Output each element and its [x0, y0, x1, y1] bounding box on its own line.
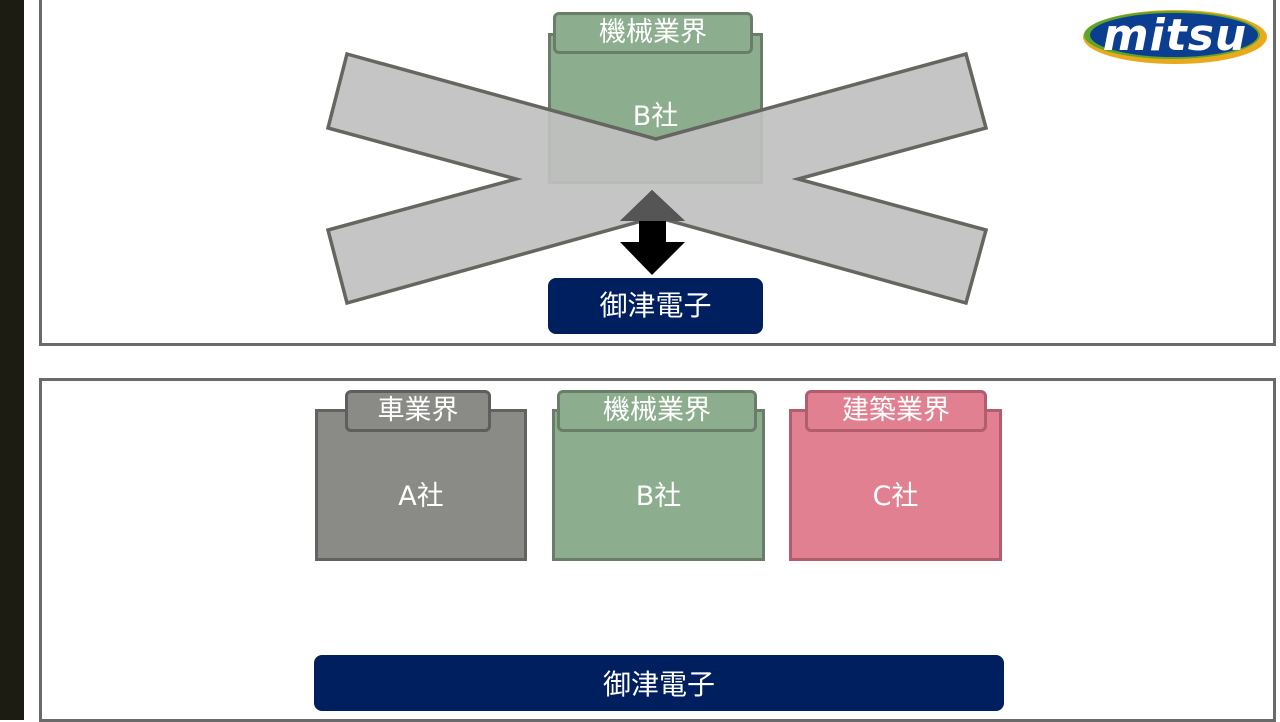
industry-tab-construction: 建築業界 [805, 390, 987, 432]
industry-tab-machinery: 機械業界 [557, 390, 757, 432]
mitsu-logo: mitsu [1080, 6, 1270, 66]
company-card-c: C社 [789, 409, 1002, 561]
bottom-hub-company: 御津電子 [314, 655, 1004, 711]
top-company-label: B社 [632, 101, 679, 132]
logo-ellipse-icon [1083, 10, 1267, 64]
company-a-label: A社 [398, 481, 444, 512]
company-card-b: B社 [552, 409, 765, 561]
top-double-arrow [620, 190, 685, 275]
top-industry-tab: 機械業界 [553, 12, 753, 54]
logo-text: mitsu [1102, 10, 1248, 61]
company-c-label: C社 [872, 481, 919, 512]
top-hub-company: 御津電子 [548, 278, 763, 334]
left-edge-strip [0, 0, 24, 720]
company-b-label: B社 [635, 481, 682, 512]
industry-tab-automotive: 車業界 [345, 390, 491, 432]
cross-out-mark [325, 51, 989, 306]
company-card-a: A社 [315, 409, 527, 561]
